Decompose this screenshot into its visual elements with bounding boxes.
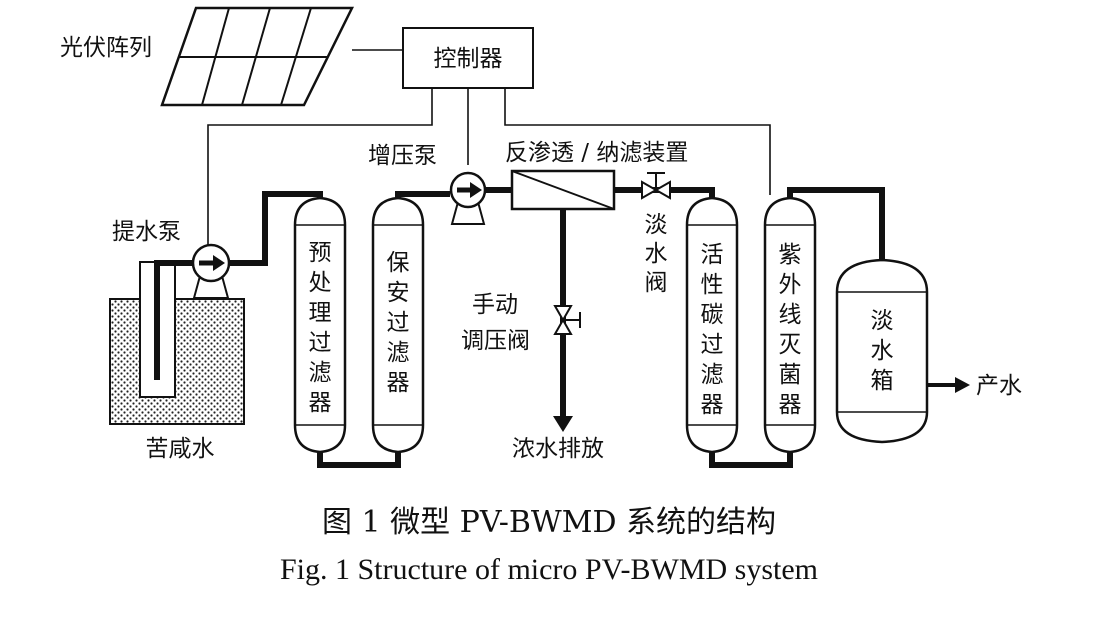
- fresh-valve-label: 淡水阀: [645, 212, 668, 296]
- product-water-label: 产水: [976, 373, 1022, 399]
- pretreatment-filter: [293, 196, 347, 454]
- concentrate-discharge-label: 浓水排放: [512, 436, 604, 462]
- pv-array-label: 光伏阵列: [60, 35, 152, 61]
- security-filter: [371, 196, 425, 454]
- security-filter-label: 保安过滤器: [387, 250, 410, 396]
- carbon-filter-label: 活性碳过滤器: [701, 242, 724, 418]
- pretreatment-filter-label: 预处理过滤器: [309, 240, 332, 416]
- outlet-arrowhead: [955, 377, 970, 393]
- figure-caption-chinese: 图 1 微型 PV-BWMD 系统的结构: [321, 505, 777, 540]
- fresh-water-tank: [835, 258, 929, 444]
- control-wires: [207, 49, 771, 246]
- activated-carbon-filter: [685, 196, 739, 454]
- manual-valve-label-line2: 调压阀: [461, 328, 530, 354]
- ro-nf-label: 反渗透 / 纳滤装置: [505, 140, 688, 166]
- brackish-water-label: 苦咸水: [146, 436, 215, 462]
- ro-nf-membrane-unit: [510, 169, 616, 211]
- uv-sterilizer: [763, 196, 817, 454]
- manual-pressure-valve: [553, 305, 581, 335]
- pv-array: [160, 6, 355, 107]
- brackish-water-tank: [109, 298, 245, 425]
- controller-label: 控制器: [434, 46, 503, 72]
- manual-valve-label-line1: 手动: [472, 292, 518, 318]
- discharge-arrowhead: [553, 416, 573, 432]
- controller-box: [402, 27, 534, 89]
- booster-pump-label: 增压泵: [368, 143, 437, 169]
- uv-sterilizer-label: 紫外线灭菌器: [779, 242, 802, 418]
- system-diagram: 光伏阵列 控制器 苦咸水 提水泵 增压泵: [60, 6, 1022, 468]
- lift-pump-label: 提水泵: [112, 219, 181, 245]
- figure-caption-english: Fig. 1 Structure of micro PV-BWMD system: [279, 553, 819, 586]
- fresh-tank-label: 淡水箱: [871, 308, 894, 394]
- lift-pump: [191, 243, 231, 299]
- booster-pump: [449, 171, 487, 225]
- fresh-water-valve: [641, 172, 671, 200]
